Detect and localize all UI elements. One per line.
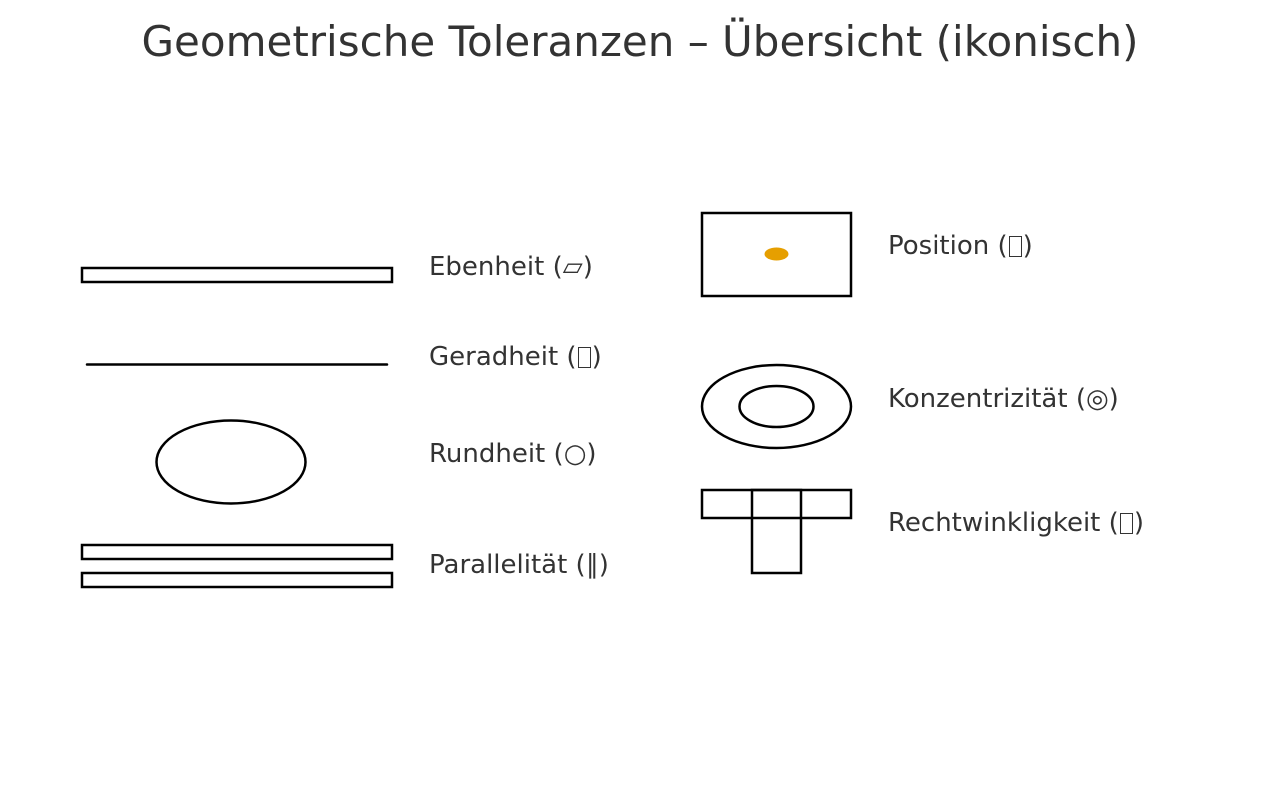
missing-glyph-icon (1119, 512, 1133, 535)
circularity-icon (155, 419, 307, 505)
label-geradheit: Geradheit () (429, 342, 602, 372)
concentricity-icon (700, 363, 853, 450)
parallelism-symbol: ∥ (585, 550, 599, 580)
position-icon (700, 211, 853, 298)
concentricity-symbol: ◎ (1085, 384, 1109, 414)
label-parallelitaet: Parallelität (∥) (429, 550, 609, 580)
label-rundheit: Rundheit (○) (429, 439, 597, 469)
missing-glyph-icon (1008, 235, 1022, 258)
label-konzentrizitaet: Konzentrizität (◎) (888, 384, 1119, 414)
label-ebenheit: Ebenheit (▱) (429, 252, 593, 282)
parallelism-icon (80, 543, 394, 589)
circularity-symbol: ○ (563, 439, 587, 469)
flatness-symbol: ▱ (562, 252, 583, 282)
missing-glyph-icon (577, 346, 591, 369)
label-position: Position () (888, 231, 1033, 261)
page-title: Geometrische Toleranzen – Übersicht (iko… (141, 17, 1139, 66)
label-rechtwinkligkeit: Rechtwinkligkeit () (888, 508, 1144, 538)
flatness-icon (80, 266, 394, 284)
perpendicularity-icon (700, 488, 853, 575)
